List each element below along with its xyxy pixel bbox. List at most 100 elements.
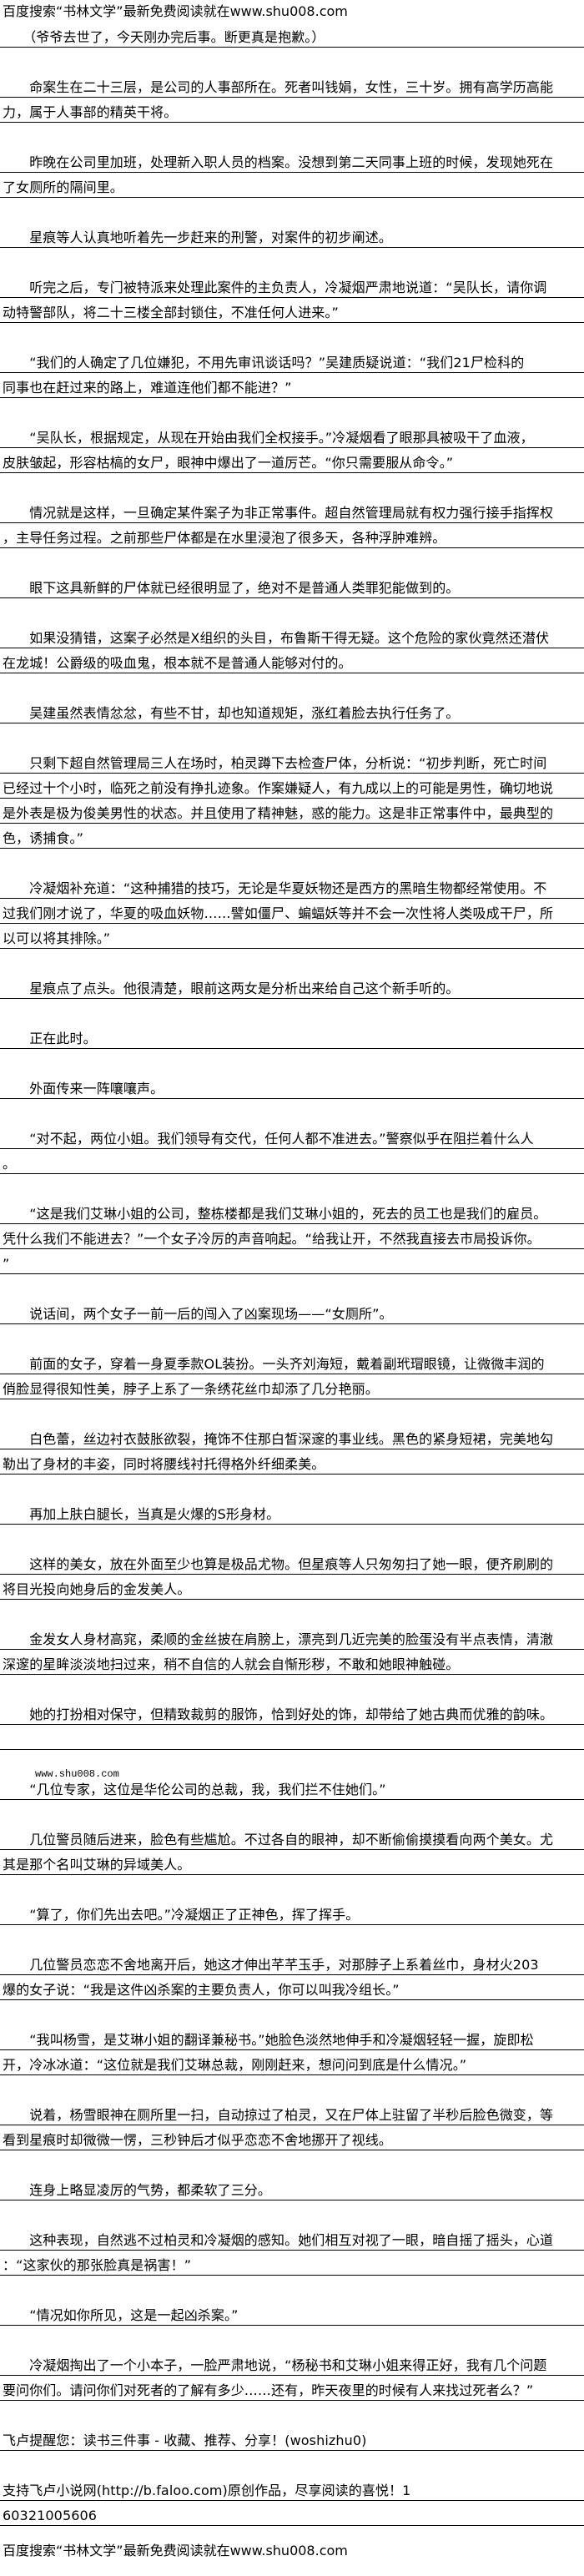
paragraph-text: 再加上肤白腿长，当真是火爆的S形身材。 [3, 1506, 280, 1522]
paragraph-text: 情况就是这样，一旦确定某件案子为非正常事件。超自然管理局就有权力强行接手指挥权 [3, 505, 554, 521]
text-line: 将目光投向她身后的金发美人。 [0, 1575, 584, 1600]
text-line: 说话间，两个女子一前一后的闯入了凶案现场——“女厕所”。 [0, 1299, 584, 1324]
paragraph-gap [0, 198, 584, 223]
paragraph-text: “吴队长，根据规定，从现在开始由我们全权接手。”冷凝烟看了眼那具被吸干了血液， [3, 430, 534, 446]
paragraph-text: “情况如你所见，这是一起凶杀案。” [3, 2307, 239, 2323]
paragraph-gap [0, 1399, 584, 1424]
text-line: 这样的美女，放在外面至少也算是极品尤物。但星痕等人只匆匆扫了她一眼，便齐刷刷的 [0, 1550, 584, 1575]
text-line: 外面传来一阵嚷嚷声。 [0, 1074, 584, 1099]
paragraph-gap [0, 1049, 584, 1074]
paragraph-text: 支持飞卢小说网(http://b.faloo.com)原创作品，尽享阅读的喜悦！… [3, 2483, 411, 2498]
paragraph-text: 几位警员恋恋不舍地离开后，她这才伸出芊芊玉手，对那脖子上系着丝巾，身材火203 [3, 1957, 539, 1973]
paragraph-text: 在龙城！公爵级的吸血鬼，根本就不是普通人能够对付的。 [3, 655, 352, 671]
text-line: “算了，你们先出去吧。”冷凝烟正了正神色，挥了挥手。 [0, 1900, 584, 1925]
text-line: 看到星痕时却微微一愣，三秒钟后才似乎恋恋不舍地挪开了视线。 [0, 2125, 584, 2150]
paragraph-text: 过我们刚才说了，华夏的吸血妖物……譬如僵尸、蝙蝠妖等并不会一次性将人类吸成干尸，… [3, 905, 554, 921]
paragraph-gap [0, 1800, 584, 1825]
text-line: 冷凝烟掏出了一个小本子，一脸严肃地说，“杨秘书和艾琳小姐来得正好，我有几个问题 [0, 2351, 584, 2376]
paragraph-gap [0, 2150, 584, 2175]
text-line: 说着，杨雪眼神在厕所里一扫，自动掠过了柏灵，又在尸体上驻留了半秒后脸色微变，等 [0, 2100, 584, 2125]
paragraph-gap [0, 1475, 584, 1500]
text-line: 冷凝烟补充道：“这种捕猎的技巧，无论是华夏妖物还是西方的黑暗生物都经常使用。不 [0, 874, 584, 899]
text-line: 支持飞卢小说网(http://b.faloo.com)原创作品，尽享阅读的喜悦！… [0, 2476, 584, 2501]
paragraph-text: 眼下这具新鲜的尸体就已经很明显了，绝对不是普通人类罪犯能做到的。 [3, 580, 460, 596]
paragraph-gap [0, 673, 584, 698]
text-line: 俏脸显得很知性美，脖子上系了一条绣花丝巾却添了几分艳丽。 [0, 1374, 584, 1399]
text-line: 力，属于人事部的精英干将。 [0, 98, 584, 123]
paragraph-gap [0, 2000, 584, 2025]
paragraph-text: 昨晚在公司里加班，处理新入职人员的档案。没想到第二天同事上班的时候，发现她死在 [3, 154, 554, 170]
text-line: 色，诱捕食。” [0, 824, 584, 849]
paragraph-gap [0, 548, 584, 573]
paragraph-text: 白色蕾，丝边衬衣鼓胀欲裂，掩饰不住那白皙深邃的事业线。黑色的紧身短裙，完美地勾 [3, 1431, 554, 1447]
paragraph-text: 只剩下超自然管理局三人在场时，柏灵蹲下去检查尸体，分析说：“初步判断，死亡时间 [3, 755, 547, 771]
paragraph-text: 60321005606 [3, 2508, 98, 2523]
paragraph-gap [0, 849, 584, 874]
paragraph-gap [0, 2276, 584, 2301]
text-line: 这种表现，自然逃不过柏灵和冷凝烟的感知。她们相互对视了一眼，暗自摇了摇头，心道 [0, 2226, 584, 2251]
text-line: 连身上略显凌厉的气势，都柔软了三分。 [0, 2175, 584, 2200]
paragraph-text: 皮肤皱起，形容枯槁的女尸，眼神中爆出了一道厉芒。“你只需要服从命令。” [3, 455, 454, 471]
paragraph-text: 吴建虽然表情忿忿，有些不甘，却也知道规矩，涨红着脸去执行任务了。 [3, 705, 460, 721]
paragraph-gap [0, 473, 584, 498]
text-line: 其是那个名叫艾琳的异域美人。 [0, 1850, 584, 1875]
text-line: ” [0, 1249, 584, 1274]
text-line: 听完之后，专门被特派来处理此案件的主负责人，冷凝烟严肃地说道：“吴队长，请你调 [0, 273, 584, 298]
text-line: “我叫杨雪，是艾琳小姐的翻译兼秘书。”她脸色淡然地伸手和冷凝烟轻轻一握，旋即松 [0, 2025, 584, 2050]
text-line: “这是我们艾琳小姐的公司，整栋楼都是我们艾琳小姐的，死去的员工也是我们的雇员。 [0, 1199, 584, 1224]
text-line: 正在此时。 [0, 1024, 584, 1049]
paragraph-gap [0, 1925, 584, 1950]
paragraph-text: “这是我们艾琳小姐的公司，整栋楼都是我们艾琳小姐的，死去的员工也是我们的雇员。 [3, 1206, 547, 1222]
text-line: 勒出了身材的丰姿，同时将腰线衬托得格外纤细柔美。 [0, 1449, 584, 1475]
text-line: 已经过十个小时，临死之前没有挣扎迹象。作案嫌疑人，有九成以上的可能是男性，确切地… [0, 774, 584, 799]
text-line: ，主导任务过程。之前那些尸体都是在水里浸泡了很多天，各种浮肿难辨。 [0, 523, 584, 548]
paragraph-text: 几位警员随后进来，脸色有些尴尬。不过各自的眼神，却不断偷偷摸摸看向两个美女。尤 [3, 1832, 554, 1848]
paragraph-gap [0, 123, 584, 148]
paragraph-text: 她的打扮相对保守，但精致裁剪的服饰，恰到好处的饰，却带给了她古典而优雅的韵味。 [3, 1706, 554, 1722]
paragraph-text: 前面的女子，穿着一身夏季款OL装扮。一头齐刘海短，戴着副玳瑁眼镜，让微微丰润的 [3, 1356, 545, 1372]
paragraph-text: 连身上略显凌厉的气势，都柔软了三分。 [3, 2182, 272, 2198]
text-line: 星痕等人认真地听着先一步赶来的刑警，对案件的初步阐述。 [0, 223, 584, 248]
paragraph-text: 这样的美女，放在外面至少也算是极品尤物。但星痕等人只匆匆扫了她一眼，便齐刷刷的 [3, 1556, 554, 1572]
paragraph-gap [0, 598, 584, 623]
paragraph-text: 冷凝烟掏出了一个小本子，一脸严肃地说，“杨秘书和艾琳小姐来得正好，我有几个问题 [3, 2357, 547, 2373]
paragraph-gap [0, 398, 584, 423]
paragraph-gap [0, 2401, 584, 2426]
text-line: “我们的人确定了几位嫌犯，不用先审讯谈话吗？”吴建质疑说道：“我们21尸检科的 [0, 348, 584, 373]
paragraph-text: 力，属于人事部的精英干将。 [3, 104, 178, 120]
text-line: 深邃的星眸淡淡地扫过来，稍不自信的人就会自惭形秽，不敢和她眼神触碰。 [0, 1650, 584, 1675]
paragraph-text: “对不起，两位小姐。我们领导有交代，任何人都不准进去。”警察似乎在阻拦着什么人 [3, 1131, 534, 1147]
text-line: 了女厕所的隔间里。 [0, 173, 584, 198]
paragraph-gap [0, 248, 584, 273]
paragraph-text: 要问你们。请问你们对死者的了解有多少……还有，昨天夜里的时候有人来找过死者么？” [3, 2382, 534, 2398]
text-line: 再加上肤白腿长，当真是火爆的S形身材。 [0, 1500, 584, 1525]
site-banner-top: 百度搜索“书林文学”最新免费阅读就在www.shu008.com [3, 3, 348, 19]
text-line: ：“这家伙的那张脸真是祸害！” [0, 2251, 584, 2276]
text-line: 几位警员随后进来，脸色有些尴尬。不过各自的眼神，却不断偷偷摸摸看向两个美女。尤 [0, 1825, 584, 1850]
paragraph-gap [0, 949, 584, 974]
text-line: （爷爷去世了，今天刚办完后事。断更真是抱歉。） [0, 23, 584, 48]
text-line: 只剩下超自然管理局三人在场时，柏灵蹲下去检查尸体，分析说：“初步判断，死亡时间 [0, 749, 584, 774]
text-line: 要问你们。请问你们对死者的了解有多少……还有，昨天夜里的时候有人来找过死者么？” [0, 2376, 584, 2401]
paragraph-gap [0, 1875, 584, 1900]
paragraph-text: 其是那个名叫艾琳的异域美人。 [3, 1857, 191, 1873]
paragraph-text: 说话间，两个女子一前一后的闯入了凶案现场——“女厕所”。 [3, 1306, 393, 1322]
paragraph-text: 冷凝烟补充道：“这种捕猎的技巧，无论是华夏妖物还是西方的黑暗生物都经常使用。不 [3, 880, 547, 896]
text-line: 动特警部队，将二十三楼全部封锁住，不准任何人进来。” [0, 298, 584, 323]
paragraph-text: 俏脸显得很知性美，脖子上系了一条绣花丝巾却添了几分艳丽。 [3, 1381, 379, 1397]
text-line: 金发女人身材高窕，柔顺的金丝披在肩膀上，漂亮到几近完美的脸蛋没有半点表情，清澈 [0, 1625, 584, 1650]
paragraph-gap [0, 323, 584, 348]
paragraph-text: 如果没猜错，这案子必然是X组织的头目，布鲁斯干得无疑。这个危险的家伙竟然还潜伏 [3, 630, 550, 646]
paragraph-text: 星痕点了点头。他很清楚，眼前这两女是分析出来给自己这个新手听的。 [3, 980, 460, 996]
paragraph-text: “算了，你们先出去吧。”冷凝烟正了正神色，挥了挥手。 [3, 1907, 360, 1923]
paragraph-gap [0, 2200, 584, 2226]
paragraph-text: 听完之后，专门被特派来处理此案件的主负责人，冷凝烟严肃地说道：“吴队长，请你调 [3, 280, 547, 295]
text-line: 如果没猜错，这案子必然是X组织的头目，布鲁斯干得无疑。这个危险的家伙竟然还潜伏 [0, 623, 584, 648]
paragraph-text: 色，诱捕食。” [3, 830, 83, 846]
paragraph-gap [0, 2451, 584, 2476]
text-line: 飞卢提醒您：读书三件事 - 收藏、推荐、分享！(woshizhu0) [0, 2426, 584, 2451]
paragraph-text: 同事也在赶过来的路上，难道连他们都不能进？” [3, 380, 292, 396]
paragraph-gap [0, 1099, 584, 1124]
paragraph-text: 开，冷冰冰道：“这位就是我们艾琳总裁，刚刚赶来，想问问到底是什么情况。” [3, 2057, 467, 2073]
paragraph-text: 动特警部队，将二十三楼全部封锁住，不准任何人进来。” [3, 305, 339, 320]
